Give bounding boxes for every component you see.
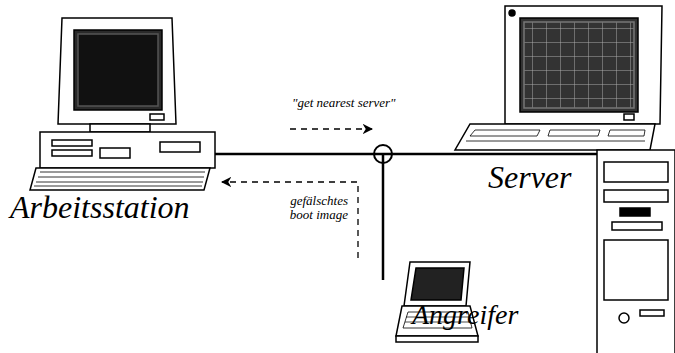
message-arrows [222,129,372,258]
workstation-computer [30,18,215,190]
message-label: gefälschtes boot image [266,194,348,223]
device-label: Arbeitsstation [10,190,190,225]
device-label: Angreifer [412,300,518,331]
network-cable [212,145,600,280]
device-label: Server [488,160,572,195]
message-label: "get nearest server" [292,96,396,110]
